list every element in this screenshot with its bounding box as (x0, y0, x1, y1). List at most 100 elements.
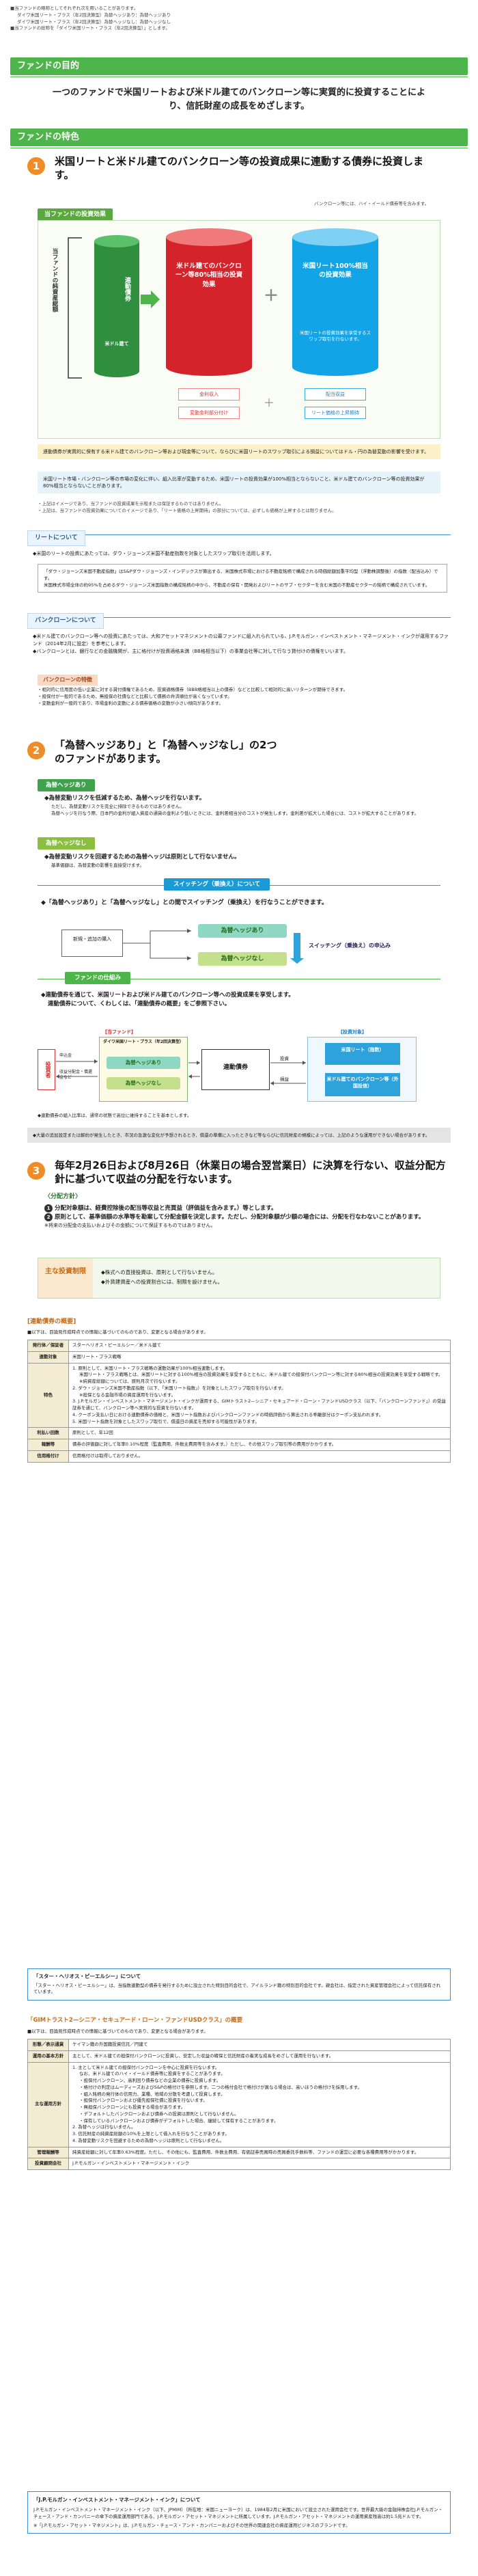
scheme-text-body: 連動債券を通じて、米国リートおよび米ドル建てのバンクローン等への投資成果を享受し… (45, 992, 294, 999)
hedge-off-note: 基準価額は、為替変動の影響を直接受けます。 (51, 863, 144, 869)
star-text: 「スター・ヘリオス・ピーエルシー」は、当指数連動型の債券を発行するために設立され… (33, 1982, 441, 1995)
row-value: 原則として、年12回 (68, 1427, 451, 1439)
purpose-heading: ファンドの目的 (10, 57, 468, 77)
feature-3-title: 毎年2月26日および8月26日（休業日の場合翌営業日）に決算を行ない、収益分配方… (55, 1159, 446, 1186)
dist-policy-items: 1 分配対象額は、経費控除後の配当等収益と売買益（評価益を含みます。）等とします… (44, 1204, 440, 1229)
jpm-title: 「J.P.モルガン・インベストメント・マネージメント・インク」について (33, 2497, 201, 2503)
scheme-tab: ファンドの仕組み (65, 972, 131, 985)
gim-title: 「GIMトラスト2—シニア・セキュアード・ローン・ファンドUSDクラス」の概要 (27, 2017, 243, 2024)
purpose-text: 一つのファンドで米国リートおよび米ドル建てのバンクローン等に実質的に投資すること… (52, 87, 425, 112)
row-line: 2. 為替ヘッジは行ないません。 (72, 2124, 136, 2130)
bond-note: ■以下は、目論見作成時点での情報に基づいてのものであり、変更となる場合があります… (27, 1329, 208, 1335)
row-line: ・無担保バンクローンにも投資する場合があります。 (79, 2104, 186, 2110)
table-row: 報酬等債券の評価額に対して年率0.10%程度（監査費用、件数主費用等を含みます。… (27, 1439, 451, 1451)
dist-note: ※将来の分配金の支払いおよびその金額について保証するものではありません。 (44, 1222, 216, 1228)
table-row: 発行体／保証者スターヘリオス・ピーエルシー／米ドル建て (27, 1340, 451, 1352)
intro-notes: ■当ファンドの略称としてそれぞれ次を用いることがあります。 ダイワ米国リート・プ… (10, 5, 468, 32)
floating-rate-box: 変動金利部分付け (178, 407, 240, 420)
table-row: 管理報酬等純資産総額に対して年率0.63%程度。ただし、その他にも、監査費用、件… (27, 2146, 451, 2159)
loan-items: ◆米ドル建てのバンクローン等への投資にあたっては、大和アセットマネジメントの公募… (33, 633, 449, 655)
row-value: 債券の評価額に対して年率0.10%程度（監査費用、件数主費用等を含みます。）ただ… (68, 1439, 451, 1451)
row-line: ・担保付バンクローン、高利回り債券などの企業の債券に投資します。 (79, 2078, 221, 2083)
switch-tab: スイッチング（乗換え）について (164, 878, 270, 891)
fx-note: 連動債券が実質的に保有する米ドル建てのバンクローン等および現金等について、ならび… (38, 444, 440, 460)
row-line: ※担保となる金融市場の資産運用を行ないます。 (79, 1392, 176, 1398)
f1-footnote: ・上記は、当ファンドの投資効果についてのイメージであり、「リート価格の上昇期待」… (38, 507, 337, 513)
f1-footnote: ・上記はイメージであり、当ファンドの投資成果を示唆または保証するものではありませ… (38, 501, 224, 506)
feature-1-title: 米国リートと米ドル建てのバンクローン等の投資成果に連動する債券に投資します。 (55, 155, 424, 182)
row-line: 1. 主として米ドル建ての担保付バンクローンを中心に投資を行ないます。 (72, 2064, 220, 2070)
swap-arrow-icon (290, 933, 304, 964)
row-value: J.P.モルガン・インベストメント・マネージメント・インク (68, 2158, 451, 2170)
table-row: 特色 1. 原則として、米国リート・プラス戦略の運動効果が100%相当連動します… (27, 1362, 451, 1428)
reit-text: ◆米国のリートの投資にあたっては、ダウ・ジョーンズ米国不動産指数を対象としたスワ… (33, 551, 275, 556)
green-cyl-label: 連動債券 (124, 277, 130, 301)
hedge-off-block: ◆為替変動リスクを回避するための為替ヘッジは原則として行ないません。 基準価額は… (44, 853, 440, 869)
limit-item: ◆株式への直接投資は、原則として行ないません。 (101, 1269, 218, 1275)
limits-box: 主な投資制限 ◆株式への直接投資は、原則として行ないません。 ◆外貨建資産への投… (38, 1258, 440, 1299)
hedge-off-tab: 為替ヘッジなし (38, 837, 95, 850)
row-value: 純資産総額に対して年率0.63%程度。ただし、その他にも、監査費用、件数主費用、… (68, 2146, 451, 2159)
row-line: なお、米ドル建てのハイ・イールド債券等に投資をすることがあります。 (79, 2071, 225, 2077)
row-key: 特色 (27, 1362, 69, 1428)
row-key: 投資顧問会社 (27, 2158, 69, 2170)
row-value: ケイマン籍の外国籍投資信託／円建て (68, 2039, 451, 2051)
row-key: 利払い回数 (27, 1427, 69, 1439)
feature-number-2: 2 (27, 742, 45, 759)
loan-points: ・相対的に信用度の低い企業に対する貸付債権であるため、投資適格債券（BBB格相当… (38, 686, 447, 707)
investor-box: 投資者 (38, 1049, 55, 1090)
feature-2-title: 「為替ヘッジあり」と「為替ヘッジなし」の2つのファンドがあります。 (55, 739, 277, 765)
green-cyl-label-2: 米ドル建て (104, 341, 129, 347)
dist-item: 1 分配対象額は、経費控除後の配当等収益と売買益（評価益を含みます。）等とします… (44, 1204, 440, 1213)
row-line: 1. 原則として、米国リート・プラス戦略の運動効果が100%相当連動します。 (72, 1365, 228, 1371)
loan-tab: バンクローンについて (27, 613, 104, 629)
reit-text-body: 米国のリートの投資にあたっては、ダウ・ジョーンズ米国不動産指数を対象としたスワッ… (36, 551, 275, 556)
switch-hedge-on: 為替ヘッジあり (198, 924, 287, 938)
row-key: 連動対象 (27, 1351, 69, 1364)
jpm-text: J.P.モルガン・インベストメント・マネージメント・インク（以下、JPMIM）（… (33, 2506, 443, 2519)
gray-note: ◆大量の追加設定または解約が発生したとき、市況の急激な変化が予想されるとき、償還… (27, 1128, 451, 1143)
row-key: 発行体／保証者 (27, 1340, 69, 1352)
intro-note: ダイワ米国リート・プラス（年2回決算型）為替ヘッジなし：為替ヘッジなし (17, 18, 171, 25)
limits-items: ◆株式への直接投資は、原則として行ないません。 ◆外貨建資産への投資割合には、制… (101, 1268, 223, 1286)
switch-arrows (123, 929, 191, 960)
row-value: 信用格付けは取得しておりません。 (68, 1450, 451, 1463)
jpm-box: 「J.P.モルガン・インベストメント・マネージメント・インク」について J.P.… (27, 2491, 451, 2534)
table-row: 形態／表示通貨ケイマン籍の外国籍投資信託／円建て (27, 2039, 451, 2051)
plus-icon: ＋ (264, 288, 279, 305)
dividend-box: 配当収益 (305, 388, 366, 401)
fund-box: ダイワ米国リート・プラス（年2回決算型） 為替ヘッジあり 為替ヘッジなし (99, 1037, 188, 1102)
switch-text: ◆「為替ヘッジあり」と「為替ヘッジなし」との間でスイッチング（乗換え）を行なうこ… (41, 899, 328, 906)
row-key: 運用の基本方針 (27, 2050, 69, 2063)
intro-note: ■当ファンドの総称を「ダイワ米国リート・プラス（年2回決算型）」とします。 (10, 25, 170, 31)
scheme-text-line: ◆連動債券を通じて、米国リートおよび米ドル建てのバンクローン等への投資成果を享受… (41, 992, 294, 999)
scheme-note: ◆連動債券の組入比率は、通常の状態で高位に維持することを基本とします。 (38, 1113, 192, 1118)
target-box: 米国リート（指数） 米ドル建てのバンクローン等（外国投信） (307, 1037, 417, 1102)
hedge-off-text-body: 為替変動リスクを回避するための為替ヘッジは原則として行ないません。 (48, 854, 240, 860)
row-line: 4. 為替変動リスクを回避するための為替ヘッジは原則として行ないません。 (72, 2137, 225, 2143)
reit-tab: リートについて (27, 530, 85, 547)
table-row: 信用格付け信用格付けは取得しておりません。 (27, 1450, 451, 1463)
star-helios-box: 「スター・ヘリオス・ピーエルシー」について 「スター・ヘリオス・ピーエルシー」は… (27, 1968, 451, 2001)
hedge-on-block: ◆為替変動リスクを低減するため、為替ヘッジを行ないます。 ただし、為替変動リスク… (44, 794, 440, 817)
limit-item-text: 株式への直接投資は、原則として行ないません。 (104, 1269, 218, 1275)
return-label: 収益分配金・償還金など (59, 1070, 93, 1080)
limit-item-text: 外貨建資産への投資割合には、制限を設けません。 (104, 1278, 223, 1285)
intro-note: ■当ファンドの略称としてそれぞれ次を用いることがあります。 (10, 5, 139, 11)
features-heading: ファンドの特色 (10, 128, 468, 148)
scheme-text-line2: 連動債券について、くわしくは、「連動債券の概要」をご参照下さい。 (48, 1001, 231, 1008)
plus-icon-2: ＋ (264, 396, 275, 409)
star-title: 「スター・ヘリオス・ピーエルシー」について (33, 1973, 141, 1979)
reit-index-desc: 「ダウ・ジョーンズ米国不動産指数」はS&Pダウ・ジョーンズ・インデックスが算出す… (44, 569, 438, 582)
scheme-arrows (56, 1059, 306, 1085)
fund-hedge-on: 為替ヘッジあり (107, 1057, 180, 1069)
row-line: 米国リート・プラス戦略とは、米国リートに対する100%相当の投資効果を享受すると… (79, 1372, 443, 1378)
table-row: 主な運用方針 1. 主として米ドル建ての担保付バンクローンを中心に投資を行ないま… (27, 2061, 451, 2147)
loan-item: ◆バンクローンとは、銀行などの金融機関が、主に格付けが投資適格未満（BB格相当以… (33, 648, 348, 654)
blue-cylinder (292, 228, 378, 376)
dist-item: 2 原則として、基準価額の水準等を勘案して分配金額を決定します。ただし、分配対象… (44, 1212, 440, 1222)
nav-bracket (68, 237, 82, 379)
hedge-on-tab: 為替ヘッジあり (38, 779, 95, 792)
scheme-text: ◆連動債券を通じて、米国リートおよび米ドル建てのバンクローン等への投資成果を享受… (41, 991, 437, 1009)
loan-item-text: 米ドル建てのバンクローン等への投資にあたっては、大和アセットマネジメントの公募フ… (33, 634, 449, 647)
